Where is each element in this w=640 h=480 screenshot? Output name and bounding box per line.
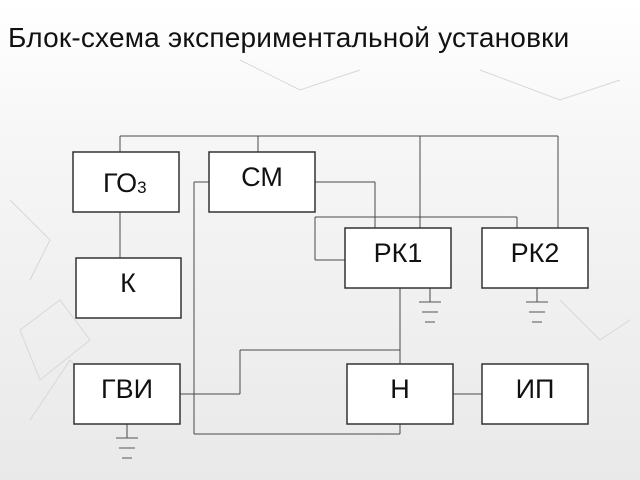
block-rk2: РК2 [481,227,589,289]
block-sm: СМ [208,151,316,213]
block-rk1: РК1 [344,227,452,289]
block-rk1-label: РК1 [374,238,423,268]
block-gvi: ГВИ [73,363,181,425]
block-k-label: К [120,268,136,298]
block-rk2-label: РК2 [511,238,560,268]
block-ip-label: ИП [516,374,555,404]
block-go3: ГО3 [72,151,180,213]
ground-symbol-rk1 [419,288,441,323]
block-go3-label: ГО3 [103,168,147,198]
background-decoration [9,59,631,421]
ground-symbol-rk2 [526,288,548,323]
block-k: К [75,257,182,319]
block-n: Н [346,363,454,425]
block-sm-label: СМ [241,162,283,192]
block-gvi-label: ГВИ [101,374,153,404]
slide-title: Блок-схема экспериментальной установки [8,22,570,53]
block-ip: ИП [481,363,589,425]
block-n-label: Н [390,374,410,404]
connection-wires [119,135,559,435]
ground-symbol-gvi [116,424,138,459]
